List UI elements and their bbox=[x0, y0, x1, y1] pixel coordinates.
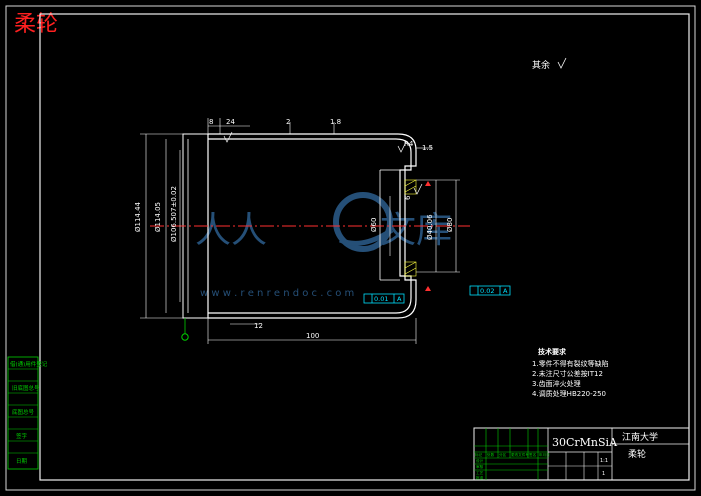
title-block: 30CrMnSiA 江南大学 柔轮 1:1 1 标记 处数 分区 更改文件号 签… bbox=[473, 427, 690, 481]
dim-length: 100 bbox=[306, 332, 319, 340]
left-table: 借(通)用件登记 旧底图总号 底图总号 签字 日期 bbox=[7, 356, 48, 470]
org-name: 江南大学 bbox=[622, 431, 658, 443]
watermark: 人人 文库 w w w . r e n r e n d o c . c o m bbox=[195, 192, 452, 299]
tolerance-right: 0.02 A bbox=[469, 285, 511, 296]
window-title: 柔轮 bbox=[14, 12, 59, 37]
left-row-1: 借(通)用件登记 bbox=[10, 360, 48, 368]
sheet: 1 bbox=[602, 471, 605, 477]
watermark-text-left: 人人 bbox=[195, 210, 267, 251]
part-outline bbox=[182, 133, 417, 319]
dim-side-6: 6 bbox=[404, 195, 412, 200]
dim-flange: Ø80 bbox=[446, 218, 454, 232]
tech-title: 技术要求 bbox=[538, 347, 567, 356]
left-row-7: 签字 bbox=[16, 432, 28, 440]
dim-outer: Ø114.44 bbox=[134, 201, 142, 232]
outer-frame bbox=[5, 5, 696, 491]
left-row-9: 日期 bbox=[16, 458, 28, 465]
role-2: 审核 bbox=[476, 464, 484, 469]
tech-item-1: 1.零件不得有裂纹等缺陷 bbox=[532, 359, 609, 368]
tolerance-right-value: 0.02 bbox=[480, 287, 494, 295]
dimension-texts: Ø114.44 Ø114.05 Ø106.507±0.02 Ø60 Ø80 Ø4… bbox=[134, 118, 454, 340]
head-col-4: 更改文件号 bbox=[511, 452, 529, 457]
tolerance-left-datum: A bbox=[397, 295, 402, 303]
head-col-1: 标记 bbox=[475, 452, 483, 457]
dim-bore: Ø60 bbox=[370, 218, 378, 232]
surface-note: 其余 bbox=[532, 59, 550, 71]
dim-fit: Ø106.507±0.02 bbox=[170, 186, 178, 242]
tolerance-left: 0.01 A bbox=[363, 293, 405, 304]
tech-item-2: 2.未注尺寸公差按IT12 bbox=[532, 369, 603, 378]
dim-top-8: 8 bbox=[209, 118, 213, 126]
part-name: 柔轮 bbox=[628, 448, 646, 460]
head-col-6: 年月日 bbox=[539, 452, 550, 457]
watermark-text-right: 文库 bbox=[380, 210, 452, 251]
role-4: 批准 bbox=[476, 475, 484, 480]
dim-bottom-12: 12 bbox=[254, 322, 263, 330]
watermark-url: w w w . r e n r e n d o c . c o m bbox=[200, 288, 354, 299]
hub-hatch bbox=[404, 179, 417, 277]
tolerance-right-datum: A bbox=[503, 287, 508, 295]
material: 30CrMnSiA bbox=[552, 436, 618, 449]
dim-side-r: R4 bbox=[404, 140, 414, 148]
scale: 1:1 bbox=[600, 458, 608, 464]
left-row-3: 旧底图总号 bbox=[12, 384, 40, 392]
role-3: 工艺 bbox=[476, 470, 484, 475]
dim-side-15: 1.5 bbox=[422, 144, 433, 152]
dim-top-2: 2 bbox=[286, 118, 290, 126]
datum-markers bbox=[425, 181, 431, 291]
dimension-lines bbox=[140, 118, 460, 344]
tech-requirements: 技术要求 1.零件不得有裂纹等缺陷 2.未注尺寸公差按IT12 3.齿面淬火处理… bbox=[532, 347, 609, 398]
datum-circle bbox=[181, 333, 189, 341]
tech-item-3: 3.齿面淬火处理 bbox=[532, 379, 581, 388]
left-row-5: 底图总号 bbox=[12, 408, 35, 416]
tech-item-4: 4.调质处理HB220-250 bbox=[532, 389, 606, 398]
dim-top-18: 1.8 bbox=[330, 118, 341, 126]
head-col-3: 分区 bbox=[499, 452, 507, 457]
head-col-2: 处数 bbox=[487, 452, 495, 457]
head-col-5: 签名 bbox=[529, 452, 537, 457]
drawing-border bbox=[39, 13, 690, 481]
dim-hub: Ø40.06 bbox=[426, 214, 434, 240]
roughness-marks bbox=[223, 131, 423, 195]
role-1: 设计 bbox=[476, 458, 484, 463]
dim-top-24: 24 bbox=[226, 118, 235, 126]
tolerance-left-value: 0.01 bbox=[374, 295, 388, 303]
roughness-symbol bbox=[557, 57, 567, 69]
dim-inner: Ø114.05 bbox=[154, 202, 162, 232]
